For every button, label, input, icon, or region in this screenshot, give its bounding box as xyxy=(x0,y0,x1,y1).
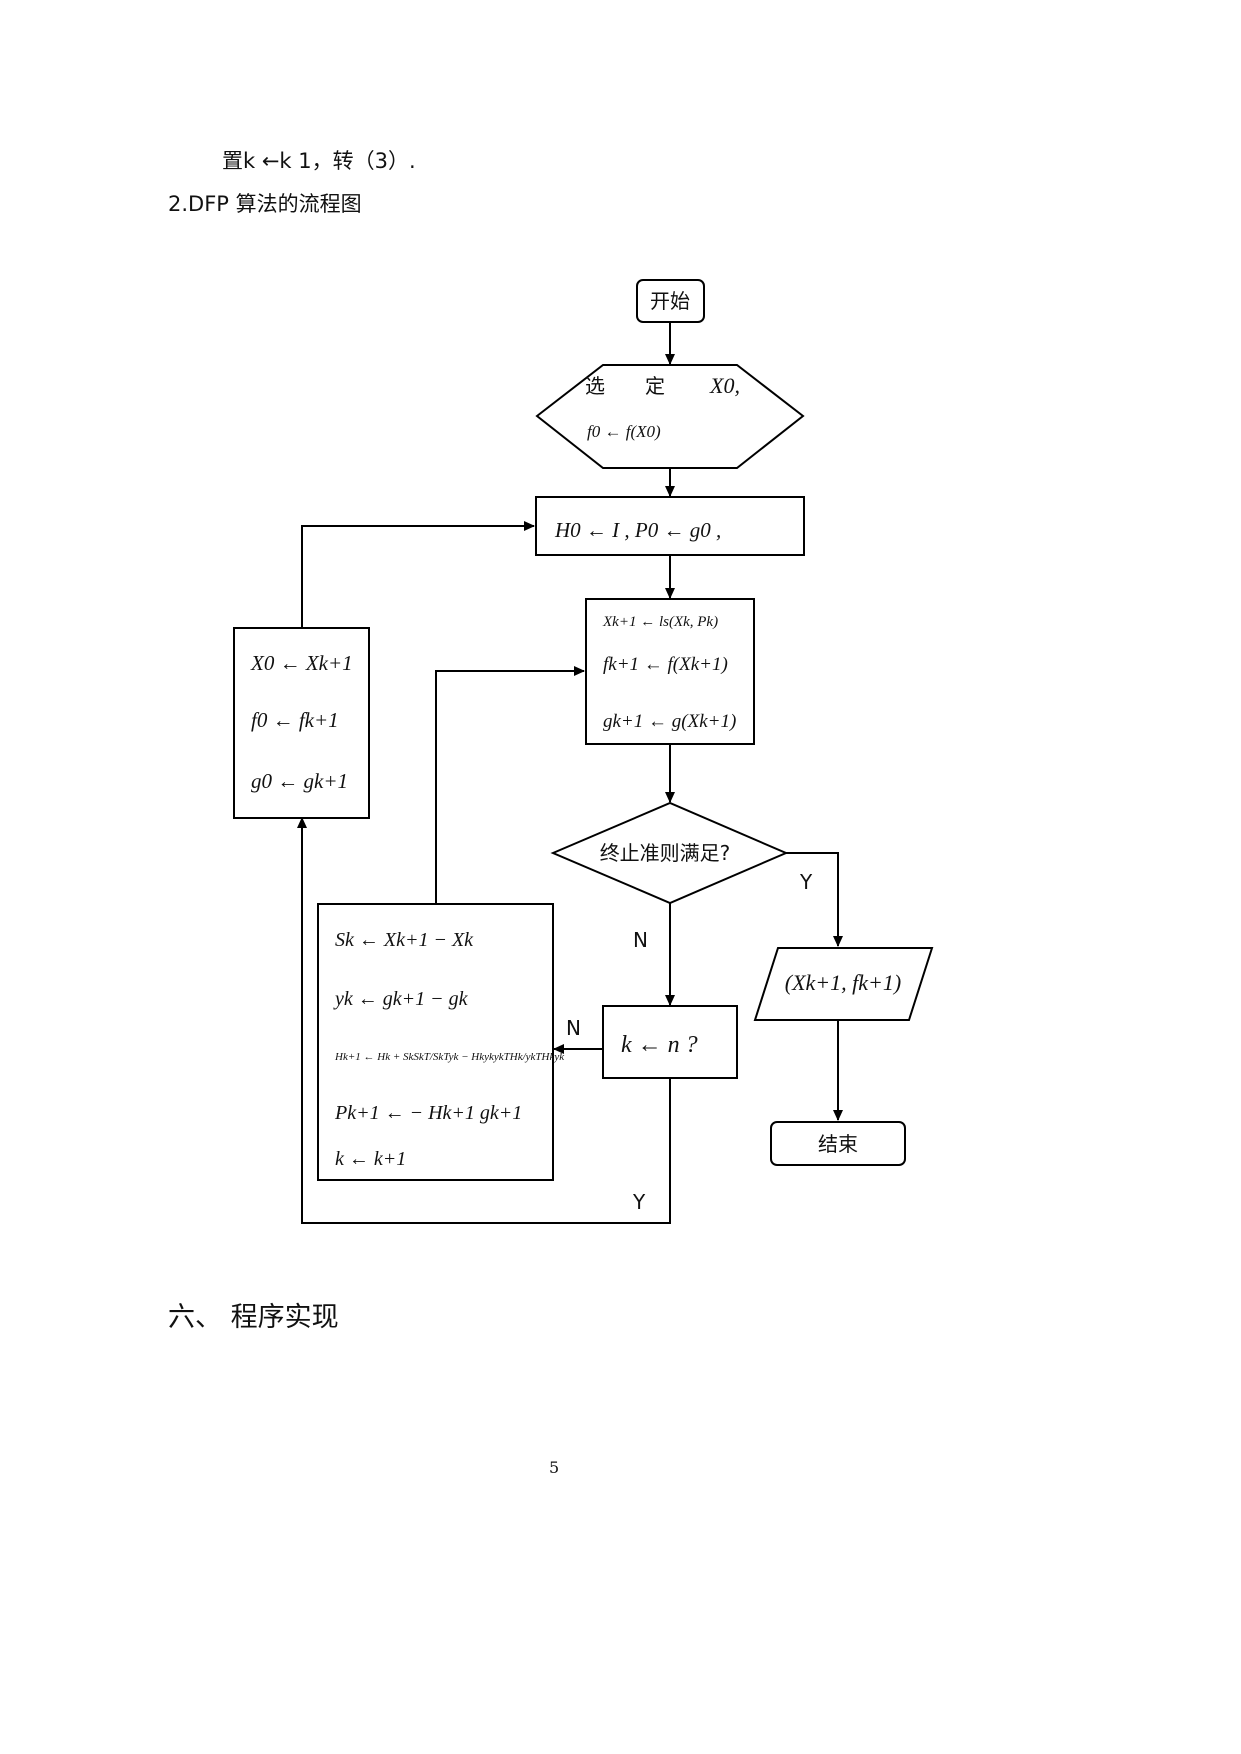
select-initial-point-hexagon xyxy=(535,364,805,469)
reset-box xyxy=(233,627,370,819)
output-label: (Xk+1, fk+1) xyxy=(785,970,901,995)
update-p: Pk+1 ← − Hk+1 gk+1 xyxy=(334,1102,522,1124)
end-terminal xyxy=(770,1121,906,1166)
dfp-update-box xyxy=(317,903,554,1181)
select-word-1: 选 xyxy=(585,374,605,398)
decision-yes-label: Y xyxy=(799,870,813,894)
count-check-label: k ← n ? xyxy=(621,1032,698,1058)
arrow-count-yes xyxy=(297,817,671,1224)
arrow-reset-to-init xyxy=(301,521,535,628)
reset-g0: g0 ← gk+1 xyxy=(251,769,348,793)
line-search-f-update: fk+1 ← f(Xk+1) xyxy=(603,654,728,675)
count-yes-label: Y xyxy=(632,1190,646,1214)
init-text: H0 ← I , P0 ← g0 , xyxy=(554,518,721,542)
connectors xyxy=(297,322,843,1224)
line-search-box xyxy=(585,598,755,745)
flowchart-caption: 2.DFP 算法的流程图 xyxy=(168,192,362,216)
termination-decision xyxy=(550,801,789,905)
line-search-g-update: gk+1 ← g(Xk+1) xyxy=(603,711,736,732)
select-word-2: 定 xyxy=(645,374,665,398)
count-no-label: N xyxy=(566,1016,581,1040)
decision-label: 终止准则满足? xyxy=(600,841,731,865)
decision-no-label: N xyxy=(633,928,648,952)
section-heading: 六、 程序实现 xyxy=(168,1302,339,1333)
count-check-box xyxy=(602,1005,738,1079)
start-label: 开始 xyxy=(650,289,690,313)
start-terminal xyxy=(636,279,705,323)
select-f0: f0 ← f(X0) xyxy=(587,422,661,441)
line-search-step: Xk+1 ← ls(Xk, Pk) xyxy=(602,614,718,630)
arrow-decision-yes xyxy=(786,852,843,947)
reset-x0: X0 ← Xk+1 xyxy=(250,651,353,675)
end-label: 结束 xyxy=(818,1132,858,1156)
init-box xyxy=(535,496,805,556)
update-k: k ← k+1 xyxy=(335,1148,406,1170)
page-number: 5 xyxy=(549,1458,560,1477)
update-h: Hk+1 ← Hk + SkSkT/SkTyk − HkykykTHk/ykTH… xyxy=(334,1051,565,1063)
update-s: Sk ← Xk+1 − Xk xyxy=(335,929,474,951)
reset-f0: f0 ← fk+1 xyxy=(251,708,339,732)
select-x0: X0, xyxy=(709,373,740,398)
intro-line: 置k ←k 1，转（3）. xyxy=(222,149,416,173)
update-y: yk ← gk+1 − gk xyxy=(333,988,469,1010)
output-parallelogram xyxy=(753,947,934,1021)
arrow-update-to-linesearch xyxy=(435,666,585,903)
